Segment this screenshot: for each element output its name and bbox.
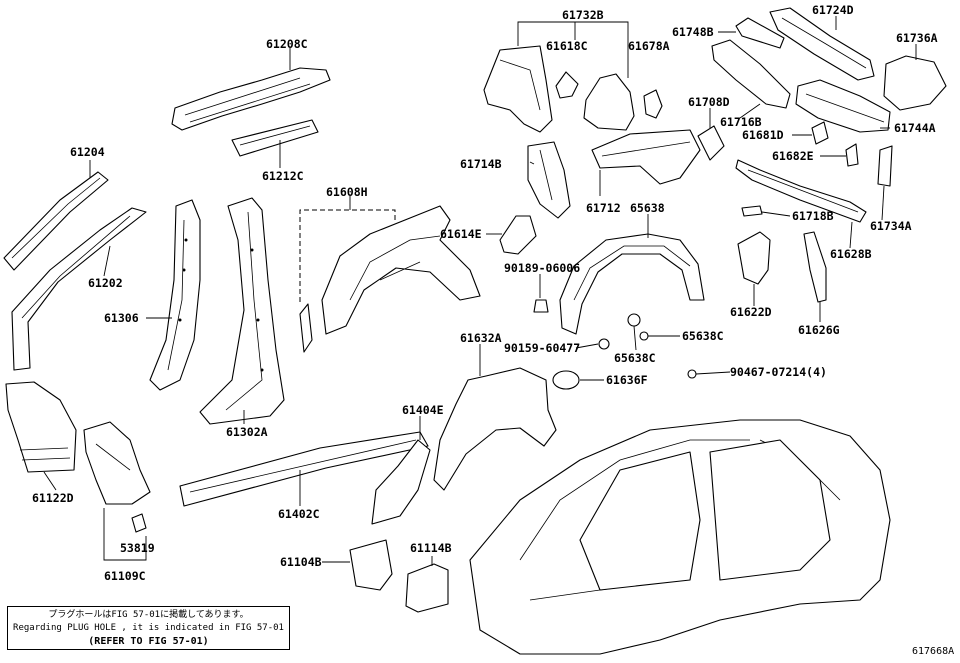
label-61626G: 61626G — [798, 323, 840, 337]
clip-65638C-a[interactable] — [627, 313, 641, 327]
label-61636F: 61636F — [606, 373, 648, 387]
part-61708D[interactable] — [697, 125, 725, 161]
fastener-90189-06006[interactable] — [533, 299, 549, 313]
label-90189-06006: 90189-06006 — [504, 261, 580, 275]
clip-65638C-b[interactable] — [639, 331, 649, 341]
part-61632A[interactable] — [433, 367, 557, 491]
part-61732B-left[interactable] — [483, 45, 553, 133]
part-61626G[interactable] — [803, 231, 827, 303]
fastener-90159-60477[interactable] — [598, 338, 610, 350]
part-61678A[interactable] — [643, 89, 663, 119]
label-61718B: 61718B — [792, 209, 834, 223]
part-61718B[interactable] — [741, 205, 763, 217]
label-61622D: 61622D — [730, 305, 772, 319]
part-61622D[interactable] — [737, 231, 771, 285]
label-61109C: 61109C — [104, 569, 146, 583]
label-61724D: 61724D — [812, 3, 854, 17]
part-61744A[interactable] — [795, 79, 891, 133]
label-61682E: 61682E — [772, 149, 814, 163]
part-61212C[interactable] — [231, 119, 319, 157]
label-90467-07214: 90467-07214(4) — [730, 365, 827, 379]
plug-hole-note: プラグホールはFIG 57-01に掲載してあります。 Regarding PLU… — [7, 606, 290, 650]
label-65638C-b: 65638C — [682, 329, 724, 343]
part-61608H[interactable] — [321, 205, 481, 335]
part-65638[interactable] — [559, 233, 705, 335]
label-61114B: 61114B — [410, 541, 452, 555]
part-61204[interactable] — [3, 171, 109, 271]
label-61204: 61204 — [70, 145, 105, 159]
part-61122D[interactable] — [5, 381, 77, 473]
label-61714B: 61714B — [460, 157, 502, 171]
label-61744A: 61744A — [894, 121, 936, 135]
part-61682E[interactable] — [845, 143, 859, 167]
fastener-90467-07214[interactable] — [687, 369, 697, 379]
part-61614E[interactable] — [499, 215, 537, 255]
label-61628B: 61628B — [830, 247, 872, 261]
part-61748B[interactable] — [735, 17, 785, 49]
label-65638C-a: 65638C — [614, 351, 656, 365]
label-61212C: 61212C — [262, 169, 304, 183]
label-61632A: 61632A — [460, 331, 502, 345]
label-61618C: 61618C — [546, 39, 588, 53]
part-61628B[interactable] — [735, 159, 867, 223]
part-61681D[interactable] — [811, 121, 829, 145]
label-61736A: 61736A — [896, 31, 938, 45]
part-61734A[interactable] — [877, 145, 893, 187]
label-61734A: 61734A — [870, 219, 912, 233]
part-61724D[interactable] — [769, 7, 875, 81]
label-61402C: 61402C — [278, 507, 320, 521]
note-line-reference: (REFER TO FIG 57-01) — [88, 636, 209, 647]
note-line-japanese: プラグホールはFIG 57-01に掲載してあります。 — [48, 610, 249, 620]
part-61618C[interactable] — [555, 71, 579, 99]
label-61302A: 61302A — [226, 425, 268, 439]
part-61104B[interactable] — [349, 539, 393, 591]
part-61714B[interactable] — [527, 141, 571, 219]
label-65638: 65638 — [630, 201, 665, 215]
label-90159-60477: 90159-60477 — [504, 341, 580, 355]
label-53819: 53819 — [120, 541, 155, 555]
part-61712[interactable] — [591, 129, 701, 185]
label-61716B: 61716B — [720, 115, 762, 129]
figure-id: 617668A — [912, 646, 955, 657]
part-61404E[interactable] — [371, 439, 431, 525]
label-61306: 61306 — [104, 311, 139, 325]
part-61114B[interactable] — [405, 563, 449, 613]
part-61208C[interactable] — [171, 67, 331, 131]
part-53819[interactable] — [131, 513, 147, 533]
label-61404E: 61404E — [402, 403, 444, 417]
label-61712: 61712 — [586, 201, 621, 215]
label-61122D: 61122D — [32, 491, 74, 505]
part-61716B[interactable] — [711, 39, 791, 109]
label-61104B: 61104B — [280, 555, 322, 569]
part-61306[interactable] — [149, 199, 201, 391]
part-61109C[interactable] — [83, 421, 151, 505]
label-61732B: 61732B — [562, 8, 604, 22]
leader-lines — [43, 16, 917, 566]
label-61678A: 61678A — [628, 39, 670, 53]
label-61208C: 61208C — [266, 37, 308, 51]
label-61708D: 61708D — [688, 95, 730, 109]
label-61614E: 61614E — [440, 227, 482, 241]
part-61732B-right[interactable] — [583, 73, 635, 131]
part-61736A[interactable] — [883, 55, 947, 111]
label-61202: 61202 — [88, 276, 123, 290]
note-line-english: Regarding PLUG HOLE , it is indicated in… — [13, 623, 284, 633]
label-61748B: 61748B — [672, 25, 714, 39]
part-61202[interactable] — [11, 207, 147, 371]
part-61402C[interactable] — [179, 431, 429, 507]
part-61636F[interactable] — [552, 370, 580, 390]
part-61608H-bracket[interactable] — [299, 303, 313, 353]
label-61608H: 61608H — [326, 185, 368, 199]
body-side-outer-panel — [469, 419, 891, 655]
label-61681D: 61681D — [742, 128, 784, 142]
part-61302A[interactable] — [199, 197, 285, 425]
